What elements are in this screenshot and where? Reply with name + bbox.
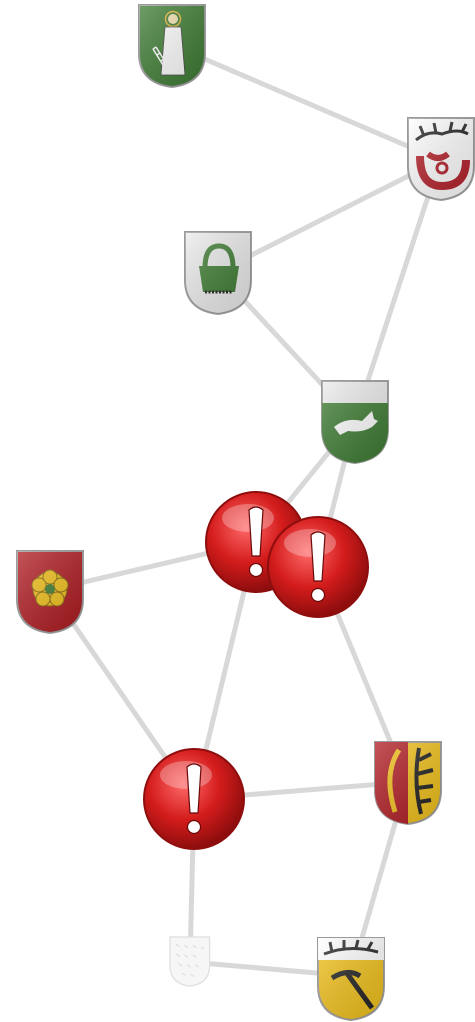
graph-edge (215, 157, 443, 275)
crest-running-hare-icon[interactable] (321, 380, 389, 464)
graph-edge (352, 157, 443, 423)
crest-saint-with-ladder-icon[interactable] (138, 4, 206, 88)
crest-golden-rose-icon[interactable] (16, 550, 84, 634)
alert-exclamation-icon[interactable] (143, 748, 245, 850)
crest-antler-and-hunting-horn-icon[interactable] (407, 117, 475, 201)
crest-feather-and-antler-icon[interactable] (374, 741, 442, 825)
crest-faded-white-icon[interactable] (169, 936, 211, 987)
crest-antler-and-pickaxe-icon[interactable] (317, 937, 385, 1021)
crest-green-bucket-icon[interactable] (184, 231, 252, 315)
alert-exclamation-icon[interactable] (267, 516, 369, 618)
graph-edge (169, 42, 443, 163)
